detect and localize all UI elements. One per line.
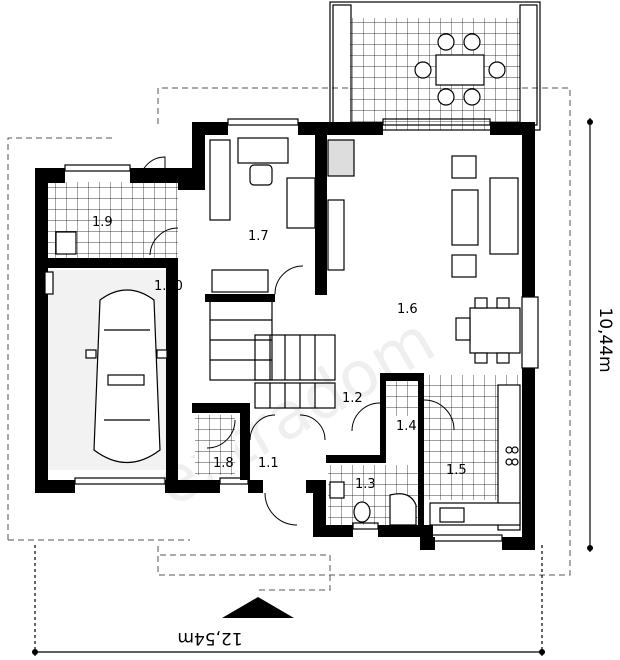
room-label-1-7: 1.7 (248, 229, 269, 244)
room-label-1-1: 1.1 (258, 456, 279, 471)
room-label-1-4: 1.4 (396, 419, 417, 434)
depth-dimension: 10,44m (587, 118, 615, 552)
width-dimension: 12,54m (32, 545, 545, 656)
door-swings (139, 156, 455, 526)
entrance-arrow (222, 597, 294, 618)
living-furniture (327, 139, 521, 364)
staircase (209, 299, 336, 409)
room-1-8-tiles (195, 415, 235, 475)
room-label-1-2: 1.2 (342, 391, 363, 406)
room-label-1-3: 1.3 (355, 477, 376, 492)
room-label-1-9: 1.9 (92, 215, 113, 230)
room-label-1-8: 1.8 (213, 456, 234, 471)
roof-outline (7, 87, 571, 591)
walls (35, 122, 535, 550)
room-label-1-5: 1.5 (446, 463, 467, 478)
depth-label: 10,44m (595, 307, 615, 372)
kitchen-counter (429, 384, 521, 531)
room-1-4-tiles (384, 378, 420, 416)
study-furniture (209, 137, 316, 293)
width-label: 12,54m (177, 628, 242, 648)
room-labels: 1.1 1.2 1.3 1.4 1.5 1.6 1.7 1.8 1.9 1.10 (92, 215, 467, 492)
car (85, 289, 168, 463)
windows (64, 118, 539, 542)
room-label-1-10: 1.10 (154, 279, 183, 294)
bathroom-fixtures (44, 231, 417, 526)
room-label-1-6: 1.6 (397, 302, 418, 317)
terrace-dining-table (414, 33, 506, 106)
